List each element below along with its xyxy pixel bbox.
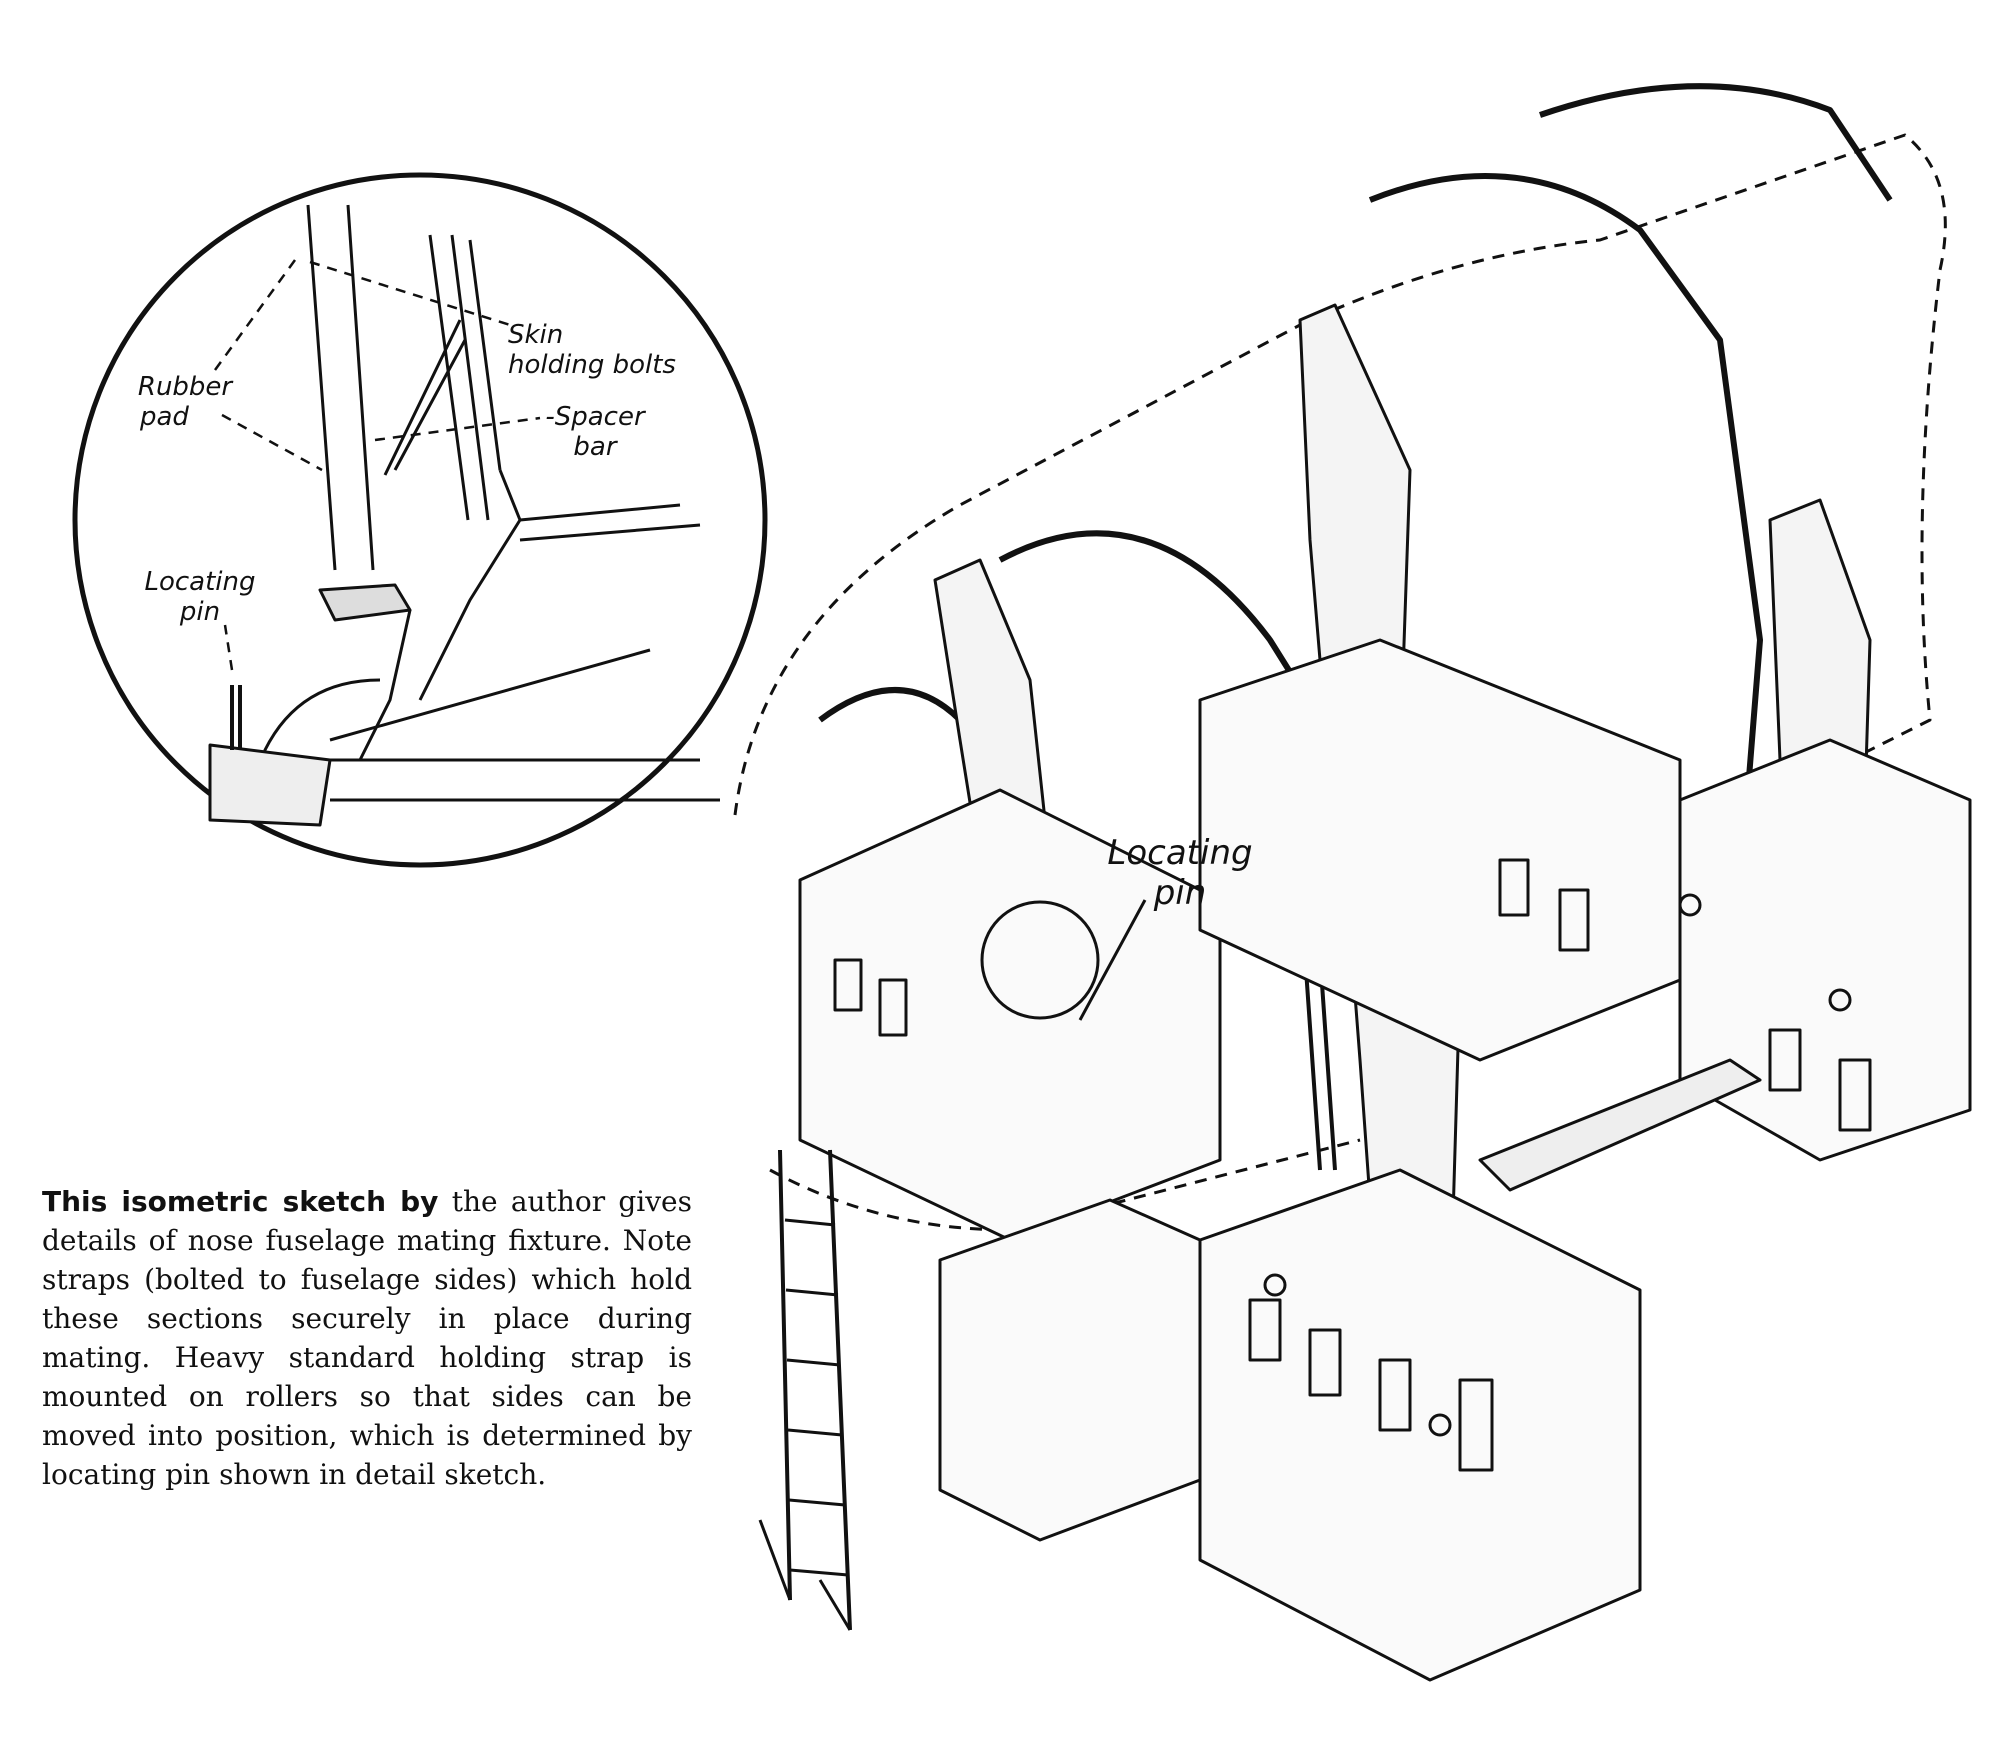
skin-bolts-label-line2: holding bolts bbox=[508, 350, 676, 380]
spacer-bar-label-line2: bar bbox=[573, 432, 617, 462]
caption-body: the author gives details of nose fuselag… bbox=[42, 1185, 692, 1491]
skin-bolts-label-line1: Skin bbox=[508, 320, 564, 350]
detail-locating-pin-label-line1: Locating bbox=[144, 567, 256, 597]
fuselage-outline bbox=[733, 133, 1947, 962]
spacer-bar-label-line1: -Spacer bbox=[545, 402, 645, 432]
detail-locating-pin-label: Locating pin bbox=[130, 567, 270, 627]
rubber-pad-label: Rubber pad bbox=[130, 372, 240, 432]
rubber-pad-label-line2: pad bbox=[140, 402, 189, 432]
spacer-bar-label: -Spacer bar bbox=[540, 402, 650, 462]
main-locating-pin-label: Locating pin bbox=[1090, 833, 1270, 913]
skin-bolts-label: Skin holding bolts bbox=[508, 320, 708, 380]
figure-caption: This isometric sketch by the author give… bbox=[42, 1182, 692, 1494]
caption-lead: This isometric sketch by bbox=[42, 1185, 439, 1218]
main-locating-pin-label-line2: pin bbox=[1153, 873, 1207, 913]
rubber-pad-label-line1: Rubber bbox=[137, 372, 233, 402]
main-locating-pin-label-line1: Locating bbox=[1107, 833, 1253, 873]
detail-inset bbox=[72, 172, 768, 868]
mating-fixture bbox=[733, 83, 1972, 1682]
detail-locating-pin-label-line2: pin bbox=[179, 597, 221, 627]
ladder bbox=[758, 1149, 852, 1631]
